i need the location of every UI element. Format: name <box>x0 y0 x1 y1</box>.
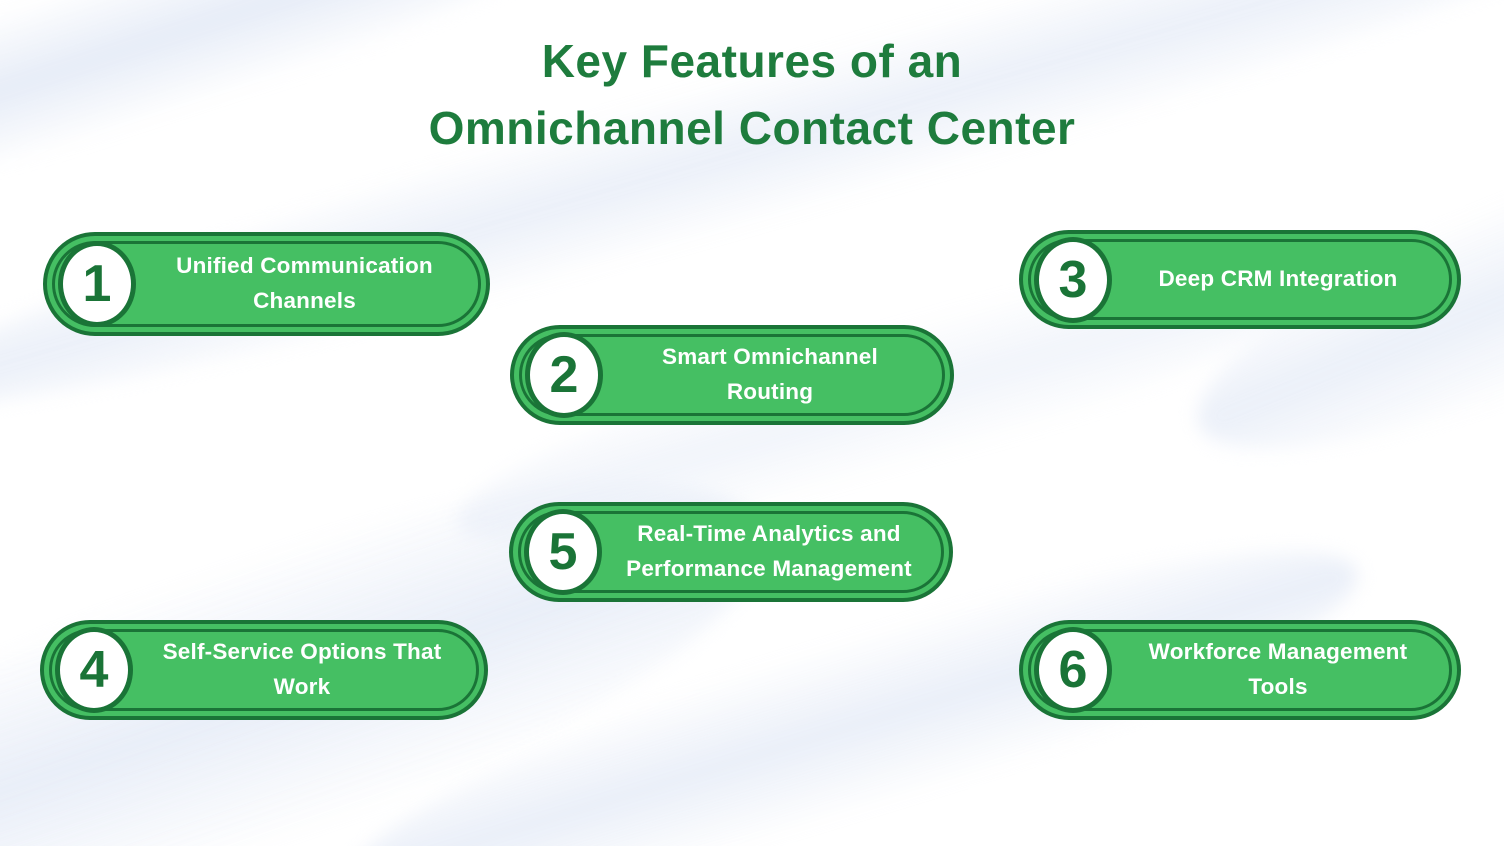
number-badge-1: 1 <box>58 241 136 327</box>
feature-label-2: Smart Omnichannel Routing <box>662 344 878 404</box>
feature-label-3: Deep CRM Integration <box>1158 266 1398 292</box>
page-title-line-2: Omnichannel Contact Center <box>428 102 1076 154</box>
feature-label-5: Real-Time Analytics and Performance Mana… <box>626 521 912 581</box>
number-badge-6: 6 <box>1034 627 1112 713</box>
page-title: Key Features of an Omnichannel Contact C… <box>0 28 1504 162</box>
number-badge-5: 5 <box>524 509 602 595</box>
number-badge-4: 4 <box>55 627 133 713</box>
feature-pill-2: 2 Smart Omnichannel Routing <box>510 325 954 425</box>
page-title-line-1: Key Features of an <box>541 35 963 87</box>
feature-pill-4: 4 Self-Service Options That Work <box>40 620 488 720</box>
feature-label-4: Self-Service Options That Work <box>162 639 442 699</box>
feature-pill-1: 1 Unified Communication Channels <box>43 232 490 336</box>
number-badge-3: 3 <box>1034 236 1112 323</box>
feature-label-6: Workforce Management Tools <box>1148 639 1408 699</box>
feature-pill-5: 5 Real-Time Analytics and Performance Ma… <box>509 502 953 602</box>
feature-pill-3: 3 Deep CRM Integration <box>1019 230 1461 329</box>
feature-label-1: Unified Communication Channels <box>176 253 433 313</box>
number-badge-2: 2 <box>525 332 603 418</box>
feature-pill-6: 6 Workforce Management Tools <box>1019 620 1461 720</box>
